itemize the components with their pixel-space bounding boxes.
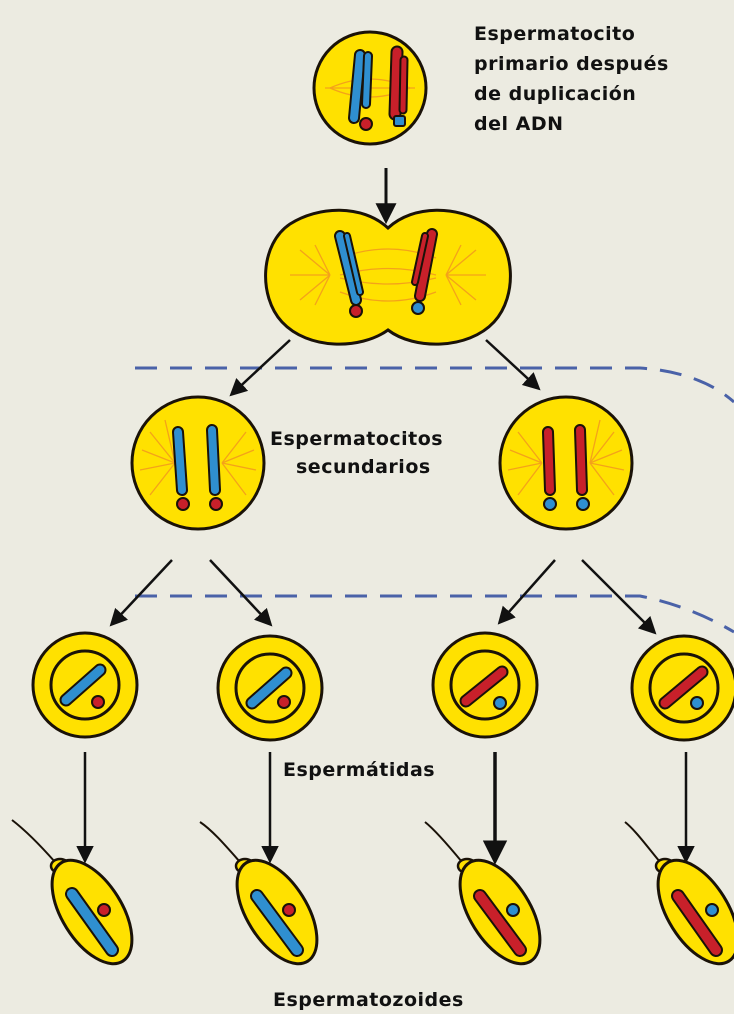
spermatid-3: [433, 633, 537, 737]
primary-spermatocyte-label: Espermatocito: [474, 23, 635, 45]
meiosis-i-dashed-line: [135, 368, 734, 402]
spermatid-4: [632, 636, 734, 740]
primary-spermatocyte-cell: [314, 32, 426, 144]
secondary-spermatocyte-left: [132, 397, 264, 529]
spermatozoon-2: [200, 822, 333, 977]
arrow-down-left: [500, 560, 555, 622]
primary-spermatocyte-label: del ADN: [474, 113, 564, 135]
spermatozoon-1: [12, 820, 148, 977]
spermatozoon-4: [625, 822, 734, 977]
primary-spermatocyte-label: primario después: [474, 53, 669, 75]
primary-spermatocyte-label: de duplicación: [474, 83, 636, 105]
secondary-spermatocytes-label: secundarios: [296, 456, 431, 478]
arrow-down-right: [210, 560, 270, 624]
arrow-down-left: [112, 560, 172, 624]
dividing-spermatocyte-cell: [266, 210, 511, 344]
blue-chromosome: [354, 55, 372, 130]
secondary-spermatocyte-right: [500, 397, 632, 529]
spermatid-1: [33, 633, 137, 737]
meiosis-ii-dashed-line: [135, 596, 734, 632]
secondary-spermatocytes-label: Espermatocitos: [270, 428, 443, 450]
spermatozoa-label: Espermatozoides: [273, 989, 464, 1011]
spermatozoon-3: [425, 822, 556, 977]
spermatid-2: [218, 636, 322, 740]
arrow-right: [486, 340, 538, 388]
spermatids-label: Espermátidas: [283, 759, 435, 781]
